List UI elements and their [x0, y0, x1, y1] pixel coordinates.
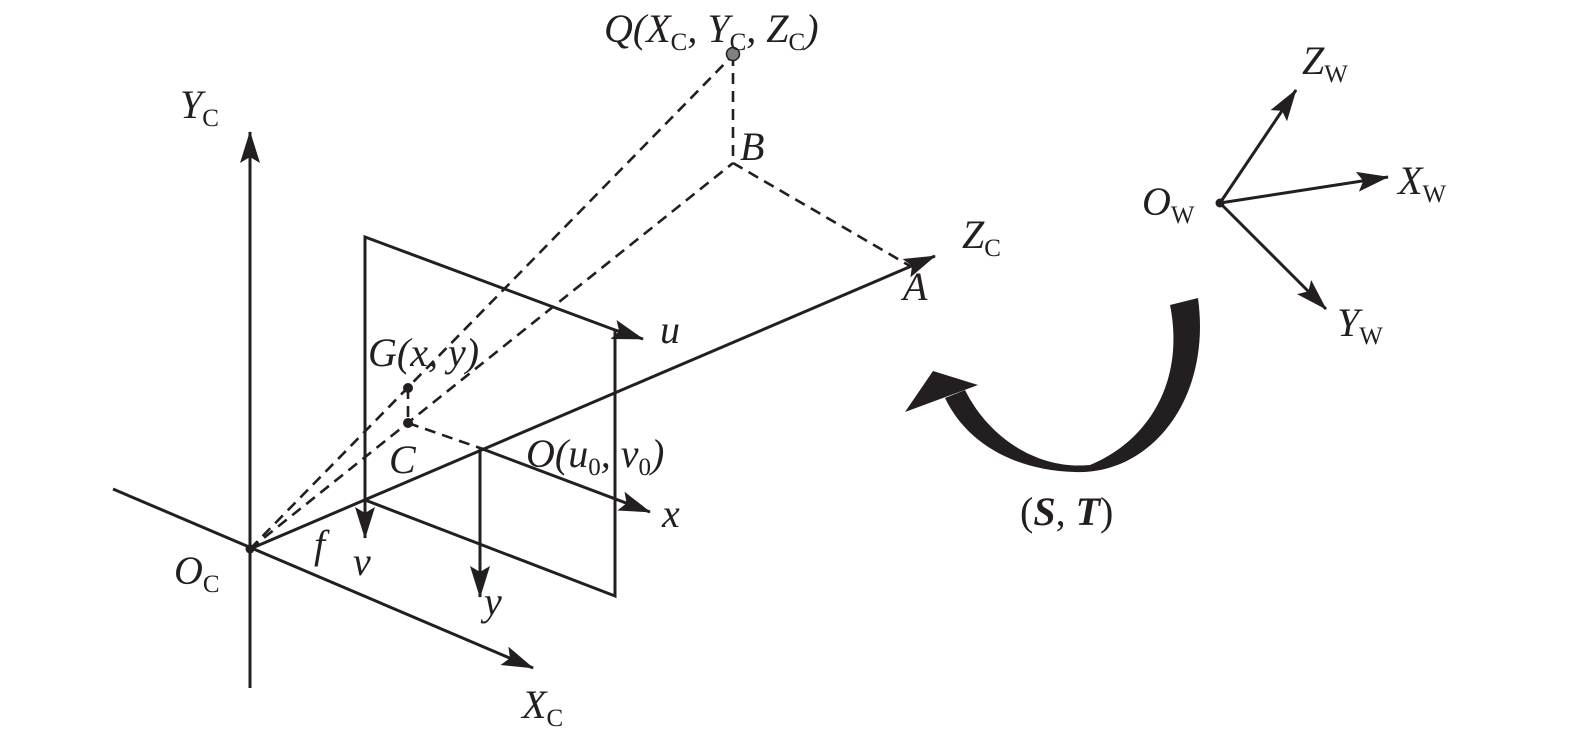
label-a: A — [900, 264, 928, 309]
label-zw: ZW — [1302, 38, 1348, 88]
label-ow: OW — [1142, 179, 1195, 229]
point-g — [403, 383, 413, 393]
xw-axis — [1219, 171, 1389, 205]
xc-axis — [112, 487, 534, 670]
ray-oc-b — [249, 161, 734, 551]
line-b-a — [732, 161, 911, 268]
transform-arrowhead-icon — [905, 371, 978, 412]
label-xc: XC — [520, 682, 563, 732]
label-u: u — [660, 307, 680, 352]
label-b: B — [740, 124, 764, 169]
image-plane — [363, 234, 617, 599]
line-c-o — [407, 421, 481, 450]
yw-axis — [1218, 201, 1328, 311]
label-zc: ZC — [962, 212, 1001, 262]
label-f: f — [314, 522, 330, 567]
label-o: O(u0, v0) — [526, 431, 664, 481]
label-c: C — [389, 437, 417, 482]
ray-oc-q — [249, 54, 734, 550]
label-oc: OC — [174, 548, 220, 598]
zc-axis — [249, 254, 936, 551]
u-axis — [610, 319, 644, 341]
zw-axis — [1218, 89, 1298, 204]
label-xw: XW — [1396, 158, 1446, 208]
label-transform: (S, T) — [1020, 489, 1113, 534]
label-y: y — [480, 579, 502, 624]
label-x: x — [661, 491, 680, 536]
point-q — [725, 46, 741, 62]
label-q: Q(XC, YC, ZC) — [604, 6, 819, 56]
label-yc: YC — [180, 82, 219, 132]
point-c — [403, 418, 413, 428]
x-axis — [479, 446, 651, 514]
transform-arrow-icon — [945, 298, 1200, 473]
point-oc — [245, 544, 255, 554]
label-yw: YW — [1337, 300, 1383, 350]
label-v: v — [353, 539, 371, 584]
label-g: G(x, y) — [368, 330, 479, 375]
